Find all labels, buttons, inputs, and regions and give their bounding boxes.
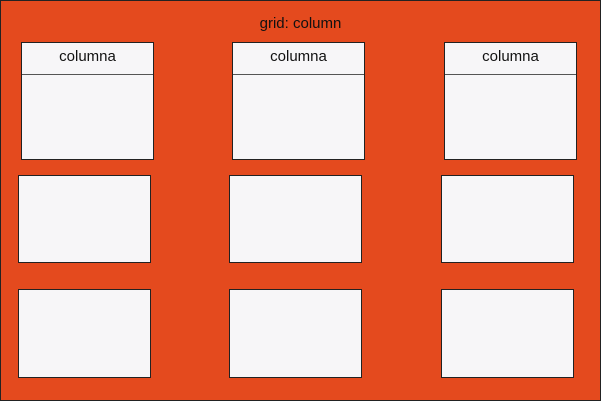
grid-cell-row-2-col-3 [441,175,574,263]
column-header-label: columna [445,43,576,75]
grid-cell-column-1-header: columna [21,42,154,160]
grid-cell-row-3-col-3 [441,289,574,378]
grid-cell-column-2-header: columna [232,42,365,160]
diagram-title: grid: column [259,15,342,32]
grid-cell-row-3-col-1 [18,289,151,378]
column-header-label: columna [233,43,364,75]
grid-cell-column-3-header: columna [444,42,577,160]
column-header-label: columna [22,43,153,75]
grid-cell-row-2-col-2 [229,175,362,263]
grid-cell-row-2-col-1 [18,175,151,263]
grid-cell-row-3-col-2 [229,289,362,378]
